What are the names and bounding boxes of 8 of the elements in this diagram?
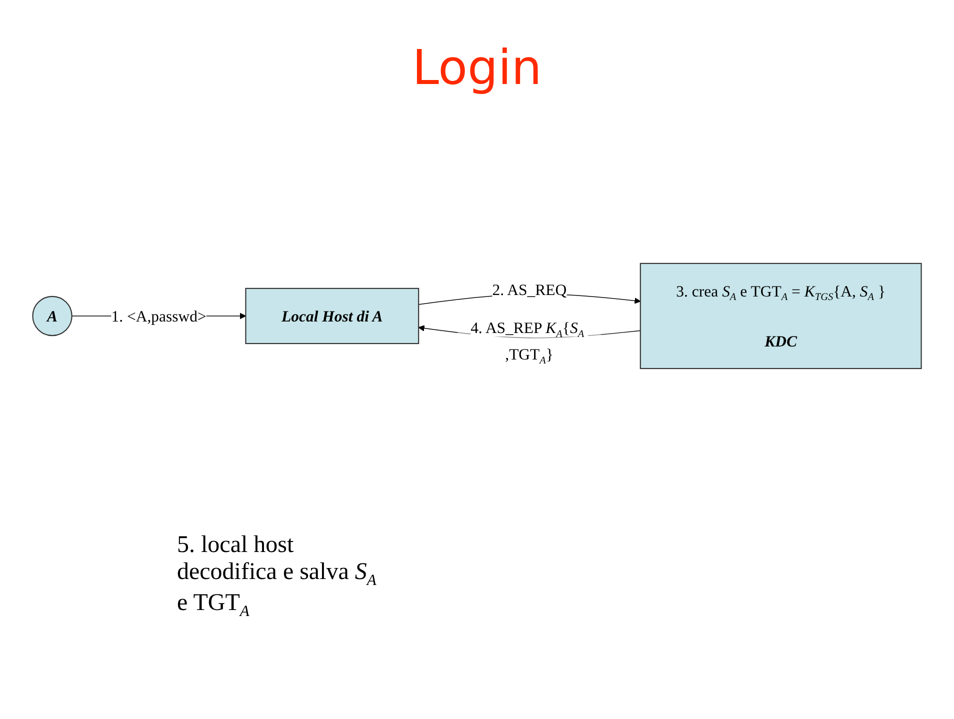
node-box: Local Host di A bbox=[245, 288, 420, 344]
node-circle: A bbox=[32, 296, 72, 336]
node-box: 3. crea S$_{A}$ e TGT$_{A}$ = K$_{TGS}${A, S$_{A}$ } KDC bbox=[640, 262, 922, 370]
edge-label: 1. <A,passwd> bbox=[111, 307, 206, 325]
title: Login bbox=[411, 40, 543, 96]
step-note: 5. local host decodifica e salva S$_{A}$ e TGT$_{A}$ bbox=[177, 532, 377, 621]
edge-label: 2. AS_REQ bbox=[492, 280, 567, 299]
edge-label: 4. AS_REP K$_{A}${S$_{A}$ ,TGT$_{A}$} bbox=[470, 318, 584, 366]
